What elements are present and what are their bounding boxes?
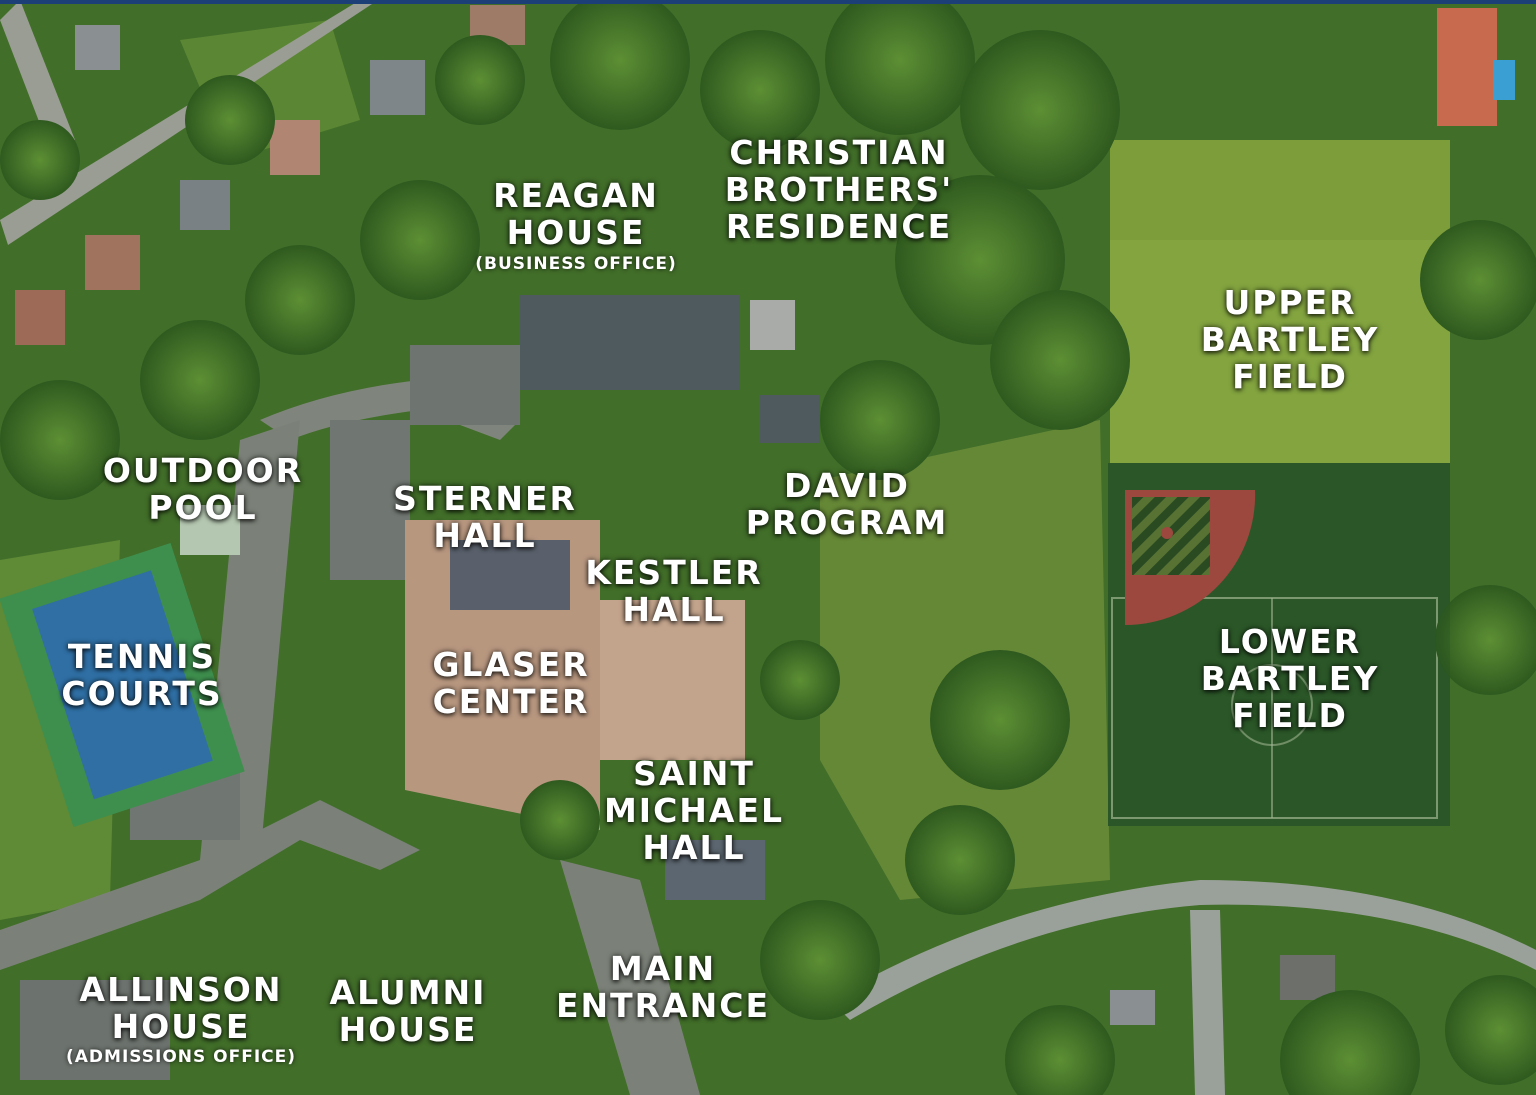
label-line: BARTLEY <box>1200 659 1380 698</box>
label-line: GLASER <box>432 645 590 684</box>
label-line: POOL <box>148 488 258 527</box>
label-allinson-house-sub: (ADMISSIONS OFFICE) <box>65 1047 297 1067</box>
label-reagan-house: REAGAN HOUSE <box>468 177 684 251</box>
label-outdoor-pool: OUTDOOR POOL <box>88 452 318 526</box>
label-line: HOUSE <box>111 1007 251 1046</box>
label-line: MICHAEL <box>603 791 785 830</box>
label-line: HALL <box>622 590 726 629</box>
label-line: CHRISTIAN <box>729 133 949 172</box>
label-line: LOWER <box>1218 622 1362 661</box>
label-line: ALUMNI <box>329 973 487 1012</box>
label-line: CENTER <box>432 682 590 721</box>
label-line: FIELD <box>1232 357 1348 396</box>
label-line: HALL <box>642 828 746 867</box>
label-kestler-hall: KESTLER HALL <box>568 554 780 628</box>
label-main-entrance: MAIN ENTRANCE <box>540 950 786 1024</box>
label-allinson-house: ALLINSON HOUSE <box>66 971 296 1045</box>
label-glaser-center: GLASER CENTER <box>412 646 610 720</box>
label-line: MAIN <box>609 949 717 988</box>
label-line: ENTRANCE <box>556 986 770 1025</box>
label-line: FIELD <box>1232 696 1348 735</box>
label-line: OUTDOOR <box>102 451 304 490</box>
label-line: TENNIS <box>67 637 217 676</box>
label-david-program: DAVID PROGRAM <box>734 467 960 541</box>
label-line: HOUSE <box>338 1010 478 1049</box>
label-lower-bartley-field: LOWER BARTLEY FIELD <box>1175 623 1405 734</box>
label-line: DAVID <box>784 466 910 505</box>
label-saint-michael-hall: SAINT MICHAEL HALL <box>588 755 800 866</box>
label-line: ALLINSON <box>79 970 283 1009</box>
label-line: BROTHERS' <box>724 170 954 209</box>
label-line: PROGRAM <box>745 503 949 542</box>
label-line: STERNER <box>393 479 577 518</box>
label-christian-brothers-residence: CHRISTIAN BROTHERS' RESIDENCE <box>712 134 966 245</box>
top-accent-bar <box>0 0 1536 4</box>
label-reagan-house-sub: (BUSINESS OFFICE) <box>475 254 677 274</box>
label-alumni-house: ALUMNI HOUSE <box>318 974 498 1048</box>
label-line: HALL <box>433 516 537 555</box>
label-upper-bartley-field: UPPER BARTLEY FIELD <box>1175 284 1405 395</box>
label-line: HOUSE <box>506 213 646 252</box>
label-sterner-hall: STERNER HALL <box>378 480 592 554</box>
label-line: KESTLER <box>585 553 763 592</box>
label-line: UPPER <box>1223 283 1357 322</box>
label-line: RESIDENCE <box>725 207 953 246</box>
label-line: BARTLEY <box>1200 320 1380 359</box>
label-tennis-courts: TENNIS COURTS <box>40 638 244 712</box>
label-line: COURTS <box>61 674 223 713</box>
label-line: REAGAN <box>493 176 659 215</box>
label-line: SAINT <box>633 754 755 793</box>
